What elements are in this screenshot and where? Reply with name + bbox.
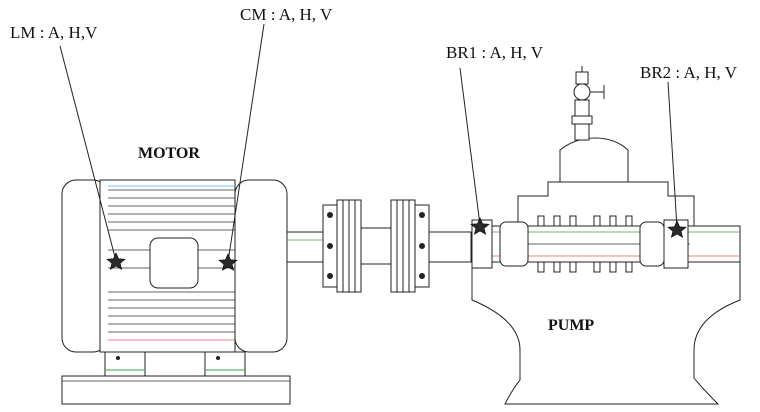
cm-leader-line [227, 23, 265, 263]
br1-label: BR1 : A, H, V [446, 43, 544, 62]
motor-body [99, 179, 236, 353]
coupling-spacer [360, 227, 392, 265]
shaft-coupling [286, 199, 472, 293]
vent-valve [573, 66, 605, 101]
cm-measurement-star [218, 253, 238, 271]
motor [61, 179, 291, 405]
motor-base [61, 375, 291, 405]
br2-measurement-star [667, 220, 687, 238]
br1-measurement-star [470, 217, 490, 235]
lm-leader-line [59, 45, 117, 262]
br1-leader-line [459, 67, 481, 226]
motor-shaft [286, 231, 324, 263]
br2-label: BR2 : A, H, V [640, 63, 738, 82]
cm-label: CM : A, H, V [240, 5, 333, 24]
lm-measurement-star [106, 252, 126, 270]
casing-bolts [537, 215, 633, 273]
motor-cooling-fins [108, 185, 235, 341]
motor-terminal-box [149, 237, 199, 289]
motor-foot-right [204, 351, 246, 377]
pump-shaft [428, 231, 472, 263]
br2-leader-line [667, 81, 678, 229]
pump-casing [471, 261, 741, 405]
lm-label: LM : A, H,V [10, 23, 98, 42]
pump-title: PUMP [548, 317, 594, 334]
pump-upper-casing [517, 181, 695, 227]
motor-foot-left [104, 351, 146, 377]
motor-title: MOTOR [138, 145, 200, 162]
pump [471, 66, 741, 405]
pump-volute [559, 137, 629, 183]
motor-end-shield [234, 179, 288, 353]
